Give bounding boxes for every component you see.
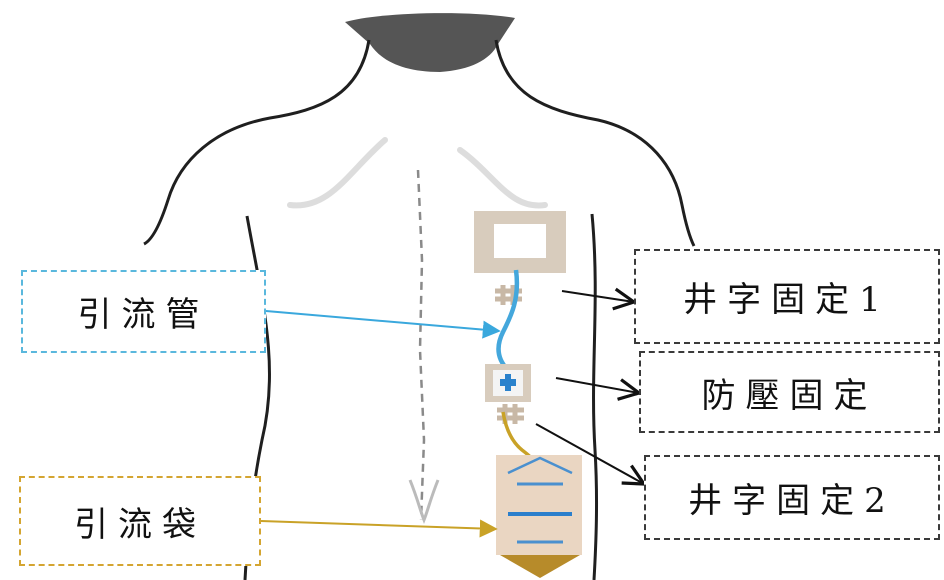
label-cross-fixation-2: 井字固定2	[644, 455, 940, 540]
body-outline-left	[144, 40, 369, 244]
label-drain-bag: 引流袋	[19, 476, 261, 566]
arrow-cross-fixation-1	[562, 291, 634, 302]
label-pressure-fixation: 防壓固定	[639, 351, 940, 433]
drain-bag-bottom	[500, 555, 580, 578]
arrow-drain-tube	[266, 311, 499, 331]
dressing-pad-inner	[494, 224, 546, 258]
cross-fixation-2-mark	[497, 404, 524, 424]
spine-line	[418, 170, 424, 520]
arrow-pressure-fixation	[556, 378, 639, 393]
label-cross-fixation-1: 井字固定1	[634, 249, 940, 344]
head-hair	[345, 13, 515, 72]
drain-bag	[496, 455, 582, 555]
arrow-drain-bag	[261, 521, 496, 529]
lower-back-mark	[410, 480, 438, 520]
pressure-fixation-cross-v	[505, 374, 511, 391]
torso-right-edge	[592, 214, 597, 580]
label-drain-tube: 引流管	[21, 270, 266, 353]
